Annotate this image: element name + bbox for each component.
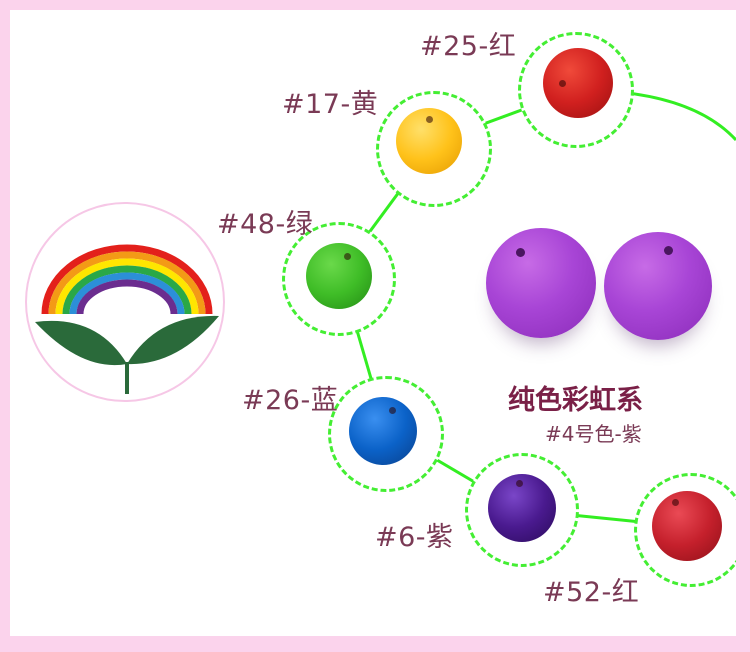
bead-blue-26	[349, 397, 417, 465]
product-card: #25-红 #17-黄 #48-绿 #26-蓝 #6-紫 #52-红 纯色彩虹系…	[10, 10, 736, 636]
featured-subtitle: #4号色-紫	[545, 422, 642, 446]
featured-purple-ball-left	[486, 228, 596, 338]
bead-yellow-17	[396, 108, 462, 174]
logo-badge	[25, 202, 225, 402]
bead-red-52	[652, 491, 722, 561]
bead-label-6: #6-紫	[375, 522, 454, 553]
bead-purple-6	[488, 474, 556, 542]
featured-purple-ball-right	[604, 232, 712, 340]
bead-label-48: #48-绿	[217, 209, 314, 240]
bead-label-17: #17-黄	[282, 89, 379, 120]
bead-green-48	[306, 243, 372, 309]
bead-red-25	[543, 48, 613, 118]
bead-label-26: #26-蓝	[242, 385, 339, 416]
bead-label-52: #52-红	[543, 577, 640, 608]
bead-label-25: #25-红	[420, 31, 517, 62]
featured-title: 纯色彩虹系	[508, 385, 643, 416]
rainbow-leaf-logo-icon	[35, 244, 219, 394]
